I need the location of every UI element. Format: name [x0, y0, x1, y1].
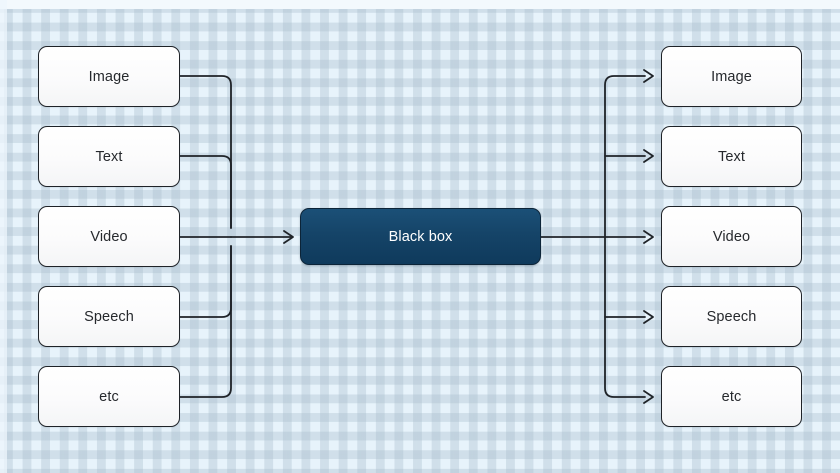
edge-text-to-trunk — [179, 155, 232, 229]
edge-speech-to-trunk — [179, 245, 232, 318]
output-node-speech-label: Speech — [706, 308, 757, 325]
canvas-left-band — [0, 0, 7, 473]
input-node-image[interactable]: Image — [38, 46, 180, 107]
input-node-etc-label: etc — [99, 388, 119, 405]
arrowhead-to-output-speech — [643, 310, 654, 324]
arrowhead-to-output-etc — [643, 390, 654, 404]
edge-output-trunk-up — [604, 75, 646, 238]
output-node-video-label: Video — [712, 228, 751, 245]
arrowhead-to-output-image — [643, 69, 654, 83]
input-node-etc[interactable]: etc — [38, 366, 180, 427]
input-node-video-label: Video — [90, 228, 128, 245]
arrowhead-to-output-text — [643, 149, 654, 163]
output-node-etc[interactable]: etc — [661, 366, 802, 427]
arrowhead-into-black-box — [283, 230, 294, 244]
input-node-speech-label: Speech — [84, 308, 134, 325]
edge-image-to-trunk — [179, 75, 232, 229]
output-node-video[interactable]: Video — [661, 206, 802, 267]
arrowhead-to-output-video — [643, 230, 654, 244]
output-node-image[interactable]: Image — [661, 46, 802, 107]
input-node-text[interactable]: Text — [38, 126, 180, 187]
output-node-image-label: Image — [711, 68, 752, 85]
output-node-text-label: Text — [718, 148, 745, 165]
output-node-text[interactable]: Text — [661, 126, 802, 187]
output-node-speech[interactable]: Speech — [661, 286, 802, 347]
input-node-video[interactable]: Video — [38, 206, 180, 267]
black-box-node[interactable]: Black box — [300, 208, 541, 265]
edge-etc-to-trunk — [179, 245, 232, 398]
input-node-image-label: Image — [88, 68, 130, 85]
input-node-speech[interactable]: Speech — [38, 286, 180, 347]
edge-output-trunk-down — [604, 236, 646, 398]
input-node-text-label: Text — [95, 148, 123, 165]
canvas-top-band — [0, 0, 840, 9]
output-node-etc-label: etc — [721, 388, 742, 405]
black-box-label: Black box — [388, 228, 453, 245]
